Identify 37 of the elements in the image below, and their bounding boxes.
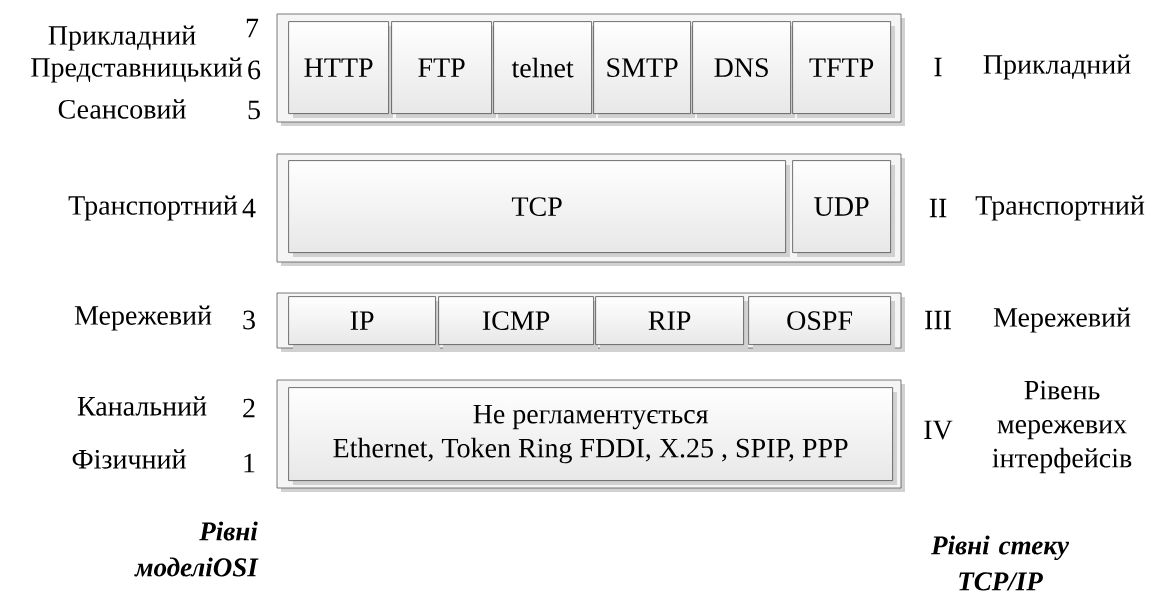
layer-name: Канальний — [77, 396, 207, 416]
layer-numeral: II — [929, 198, 947, 218]
layer-number: 2 — [243, 398, 255, 418]
protocol-box: FTP — [391, 21, 496, 118]
protocol-box: DNS — [692, 21, 795, 118]
protocol-box: OSPF — [748, 296, 895, 349]
protocol-box: HTTP — [288, 21, 393, 118]
protocol-box: UDP — [792, 160, 895, 257]
layer-name: Фізичний — [72, 449, 186, 469]
layer-name: Сеансовий — [58, 99, 186, 119]
layer-name: Мережевий — [74, 305, 212, 331]
layer-name: Транспортний — [975, 195, 1145, 221]
layer-name: Представницький — [31, 57, 243, 83]
layer-numeral: IV — [924, 420, 953, 440]
column-title: Рівні моделіOSI — [134, 521, 259, 577]
layer-number: 7 — [246, 18, 259, 38]
protocol-box: Не регламентується Ethernet, Token Ring FDDI, X.25 , SPIP, PPP — [288, 387, 897, 485]
layer-numeral: I — [934, 57, 942, 77]
protocol-box: IP — [288, 296, 440, 349]
layer-number: 4 — [242, 198, 256, 218]
layer-name: Мережевий — [993, 307, 1131, 333]
protocol-box: telnet — [493, 21, 596, 118]
protocol-box: SMTP — [593, 21, 695, 118]
layer-numeral: III — [925, 310, 951, 330]
layer-number: 5 — [248, 100, 260, 120]
layer-name: Прикладний — [983, 54, 1131, 80]
layer-number: 1 — [244, 453, 255, 473]
protocol-box: RIP — [595, 296, 748, 349]
layer-number: 6 — [248, 60, 261, 80]
layer-name: Транспортний — [68, 195, 238, 221]
layer-name: Рівень мережевих інтерфейсів — [992, 380, 1132, 474]
column-title: Рівні стеку TCP/IP — [931, 535, 1070, 591]
layer-number: 3 — [243, 310, 255, 330]
protocol-box: ICMP — [438, 296, 598, 349]
protocol-box: TCP — [288, 160, 790, 257]
protocol-box: TFTP — [792, 21, 895, 118]
layer-name: Прикладний — [48, 25, 196, 51]
